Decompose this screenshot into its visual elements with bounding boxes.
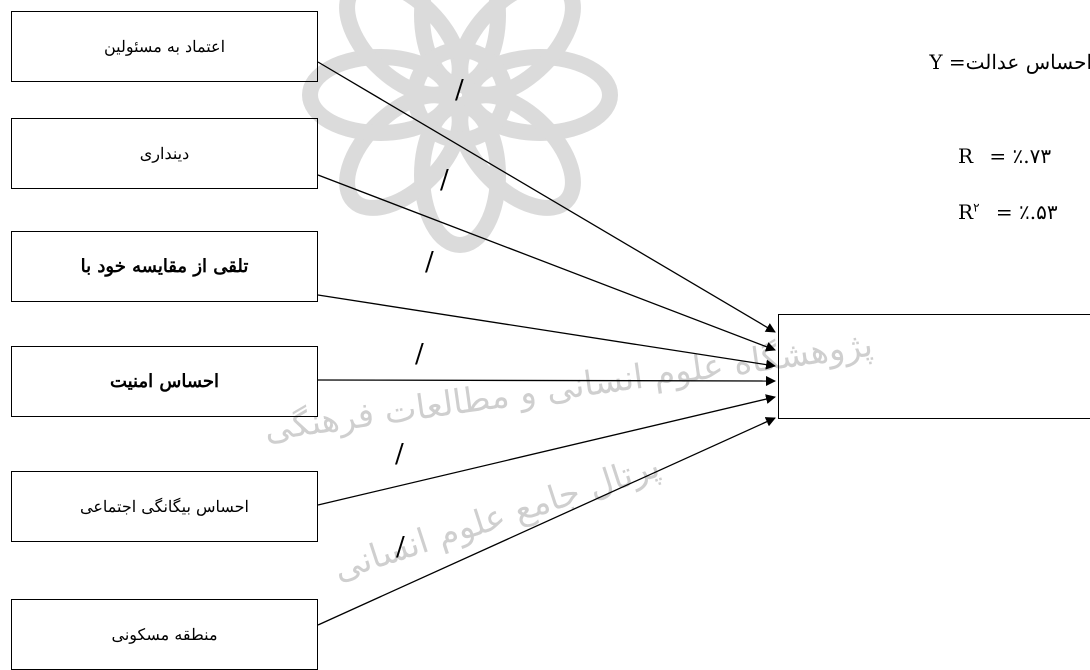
path-arrows: / / / / / / [317,61,776,626]
dependent-equation: احساس عدالت= Y [929,50,1090,74]
path-coefficient-mark: / [440,165,449,195]
r-value: = ٪.۷۳ [989,144,1052,168]
variable-box-religiosity: دینداری [11,118,318,189]
variable-box-social-alienation: احساس بیگانگی اجتماعی [11,471,318,542]
arrow-trust-in-officials [317,61,776,333]
r-symbol: R [958,144,974,168]
arrow-social-alienation [317,394,776,506]
variable-box-residential-area: منطقه مسکونی [11,599,318,670]
r-squared-statistic: R۲ = ٪.۵۳ [958,200,1058,224]
path-coefficient-mark: / [455,75,464,105]
arrow-sense-of-security [317,375,776,386]
path-coefficient-mark: / [396,532,405,562]
equation-text: احساس عدالت= Y [929,50,1090,74]
r2-superscript: ۲ [973,200,980,215]
variable-label: احساس بیگانگی اجتماعی [80,497,249,516]
dependent-variable-box [778,314,1090,419]
variable-box-self-comparison: تلقی از مقایسه خود با [11,231,318,302]
r-statistic: R = ٪.۷۳ [958,144,1051,168]
r2-value: = ٪.۵۳ [995,200,1058,224]
path-coefficient-mark: / [395,439,404,469]
variable-box-sense-of-security: احساس امنیت [11,346,318,417]
variable-box-trust-in-officials: اعتماد به مسئولین [11,11,318,82]
r2-symbol: R [958,200,974,224]
variable-label: اعتماد به مسئولین [103,37,226,56]
path-coefficient-mark: / [415,339,424,369]
arrow-self-comparison [317,294,776,370]
path-coefficient-mark: / [425,247,434,277]
variable-label: دینداری [139,144,190,163]
variable-label: احساس امنیت [109,371,220,392]
arrow-residential-area [317,417,776,626]
arrow-religiosity [317,174,776,352]
variable-label: منطقه مسکونی [111,625,218,644]
variable-label: تلقی از مقایسه خود با [80,256,249,277]
